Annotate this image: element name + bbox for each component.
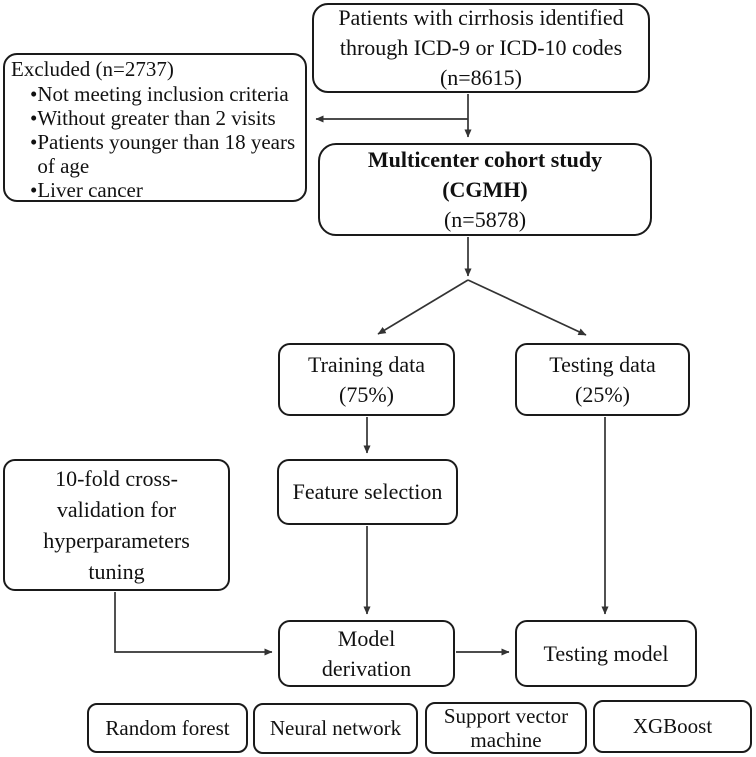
bullet-icon: • (30, 130, 38, 154)
testing-model-box: Testing model (515, 620, 697, 687)
excluded-item-text: Liver cancer (37, 178, 143, 202)
xgboost-text: XGBoost (632, 714, 713, 738)
testing-data-text: Testing data (25%) (549, 351, 656, 407)
training-data-box: Training data (75%) (278, 343, 455, 416)
model-derivation-text: Model derivation (321, 625, 412, 681)
feature-selection-box: Feature selection (277, 459, 458, 525)
model-derivation-box: Model derivation (278, 620, 455, 687)
excluded-box: Excluded (n=2737) •Not meeting inclusion… (3, 53, 307, 202)
testing-data-box: Testing data (25%) (515, 343, 690, 416)
random-forest-text: Random forest (105, 715, 230, 740)
cross-validation-text: 10-fold cross- validation for hyperparam… (43, 466, 190, 584)
patients-identified-text: Patients with cirrhosis identified throu… (338, 5, 624, 90)
arrow-split-to-testing (467, 279, 587, 336)
excluded-item: •Patients younger than 18 years of age (30, 130, 299, 178)
xgboost-box: XGBoost (593, 700, 752, 753)
excluded-item-text: Not meeting inclusion criteria (37, 82, 289, 106)
excluded-item-text: Patients younger than 18 years of age (37, 130, 296, 178)
excluded-title: Excluded (n=2737) (11, 57, 174, 81)
patients-identified-box: Patients with cirrhosis identified throu… (312, 3, 650, 93)
feature-selection-text: Feature selection (292, 479, 443, 504)
neural-network-text: Neural network (269, 716, 402, 740)
multicenter-cohort-box: Multicenter cohort study (CGMH) (n=5878) (318, 143, 652, 236)
random-forest-box: Random forest (87, 703, 248, 753)
excluded-item: •Without greater than 2 visits (30, 106, 299, 130)
support-vector-machine-text: Support vector machine (443, 704, 569, 752)
training-data-text: Training data (75%) (307, 351, 426, 407)
bullet-icon: • (30, 178, 38, 202)
testing-model-text: Testing model (543, 640, 669, 666)
cross-validation-box: 10-fold cross- validation for hyperparam… (3, 459, 230, 591)
arrow-crossval-to-model (114, 592, 273, 656)
excluded-item-text: Without greater than 2 visits (37, 106, 276, 130)
support-vector-machine-box: Support vector machine (425, 702, 587, 754)
cohort-title: Multicenter cohort study (CGMH) (367, 146, 603, 202)
excluded-item: •Not meeting inclusion criteria (30, 82, 299, 106)
excluded-item: •Liver cancer (30, 178, 299, 202)
bullet-icon: • (30, 106, 38, 130)
neural-network-box: Neural network (253, 703, 418, 754)
bullet-icon: • (30, 82, 38, 106)
arrow-split-to-training (377, 279, 469, 335)
cohort-n-label: (n=5878) (443, 206, 527, 232)
